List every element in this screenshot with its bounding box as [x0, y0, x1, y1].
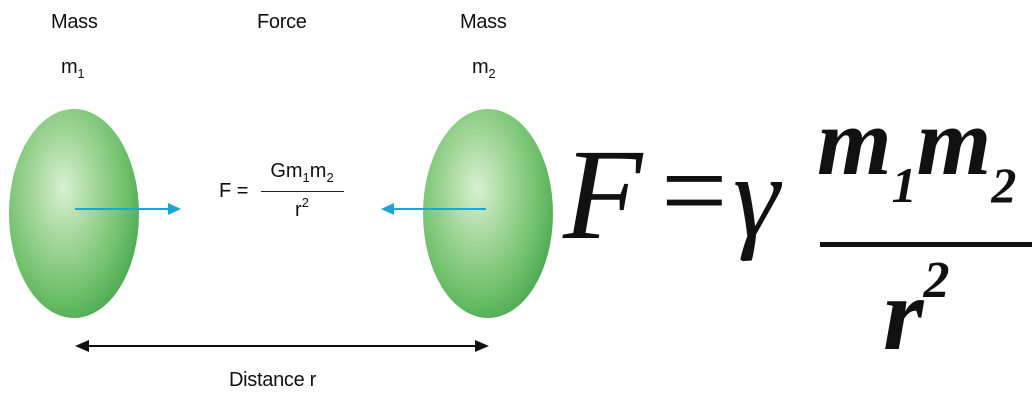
force-label: Force	[257, 11, 307, 33]
big-eq-sub1: 1	[891, 157, 917, 213]
big-eq-numerator: m1m2	[817, 94, 1017, 213]
mass-right-symbol: m2	[472, 56, 496, 81]
mass-sphere-2	[423, 109, 553, 318]
mass-right-label: Mass	[460, 11, 507, 33]
mass-left-symbol: m1	[61, 56, 85, 81]
small-force-equation: F = Gm1m2 r2	[219, 160, 344, 230]
distance-label: Distance r	[229, 369, 317, 391]
big-eq-fraction-bar	[820, 242, 1032, 247]
small-eq-r: r	[295, 199, 302, 221]
double-arrow-icon	[75, 340, 489, 352]
small-eq-numerator: Gm1m2	[260, 160, 344, 185]
mass-right-m: m	[472, 56, 489, 78]
mass-left-m: m	[61, 56, 78, 78]
small-eq-m2: m	[309, 160, 327, 182]
small-eq-lhs: F =	[219, 180, 249, 202]
mass-right-subscript: 2	[488, 66, 496, 81]
small-eq-sub1: 1	[302, 170, 310, 185]
big-eq-sub2: 2	[991, 157, 1017, 213]
small-eq-fraction-bar	[261, 191, 344, 192]
big-force-equation: F = γ m1m2 r2	[555, 90, 1035, 390]
small-eq-exp: 2	[301, 195, 309, 210]
big-eq-m1: m	[817, 88, 892, 195]
big-eq-equals: =	[661, 125, 728, 256]
mass-left-subscript: 1	[77, 66, 85, 81]
small-eq-sub2: 2	[326, 170, 334, 185]
mass-sphere-1	[9, 109, 139, 318]
big-eq-F: F	[563, 123, 643, 267]
small-eq-gm: Gm	[270, 160, 303, 182]
small-eq-denominator: r2	[260, 195, 344, 222]
arrow-left-icon	[381, 203, 486, 215]
arrow-right-icon	[75, 203, 181, 215]
mass-left-label: Mass	[51, 11, 98, 33]
big-eq-denominator: r2	[883, 255, 949, 367]
big-eq-exp: 2	[923, 252, 950, 309]
big-eq-gamma: γ	[733, 131, 780, 262]
big-eq-m2: m	[916, 88, 992, 195]
big-eq-r: r	[883, 257, 924, 372]
